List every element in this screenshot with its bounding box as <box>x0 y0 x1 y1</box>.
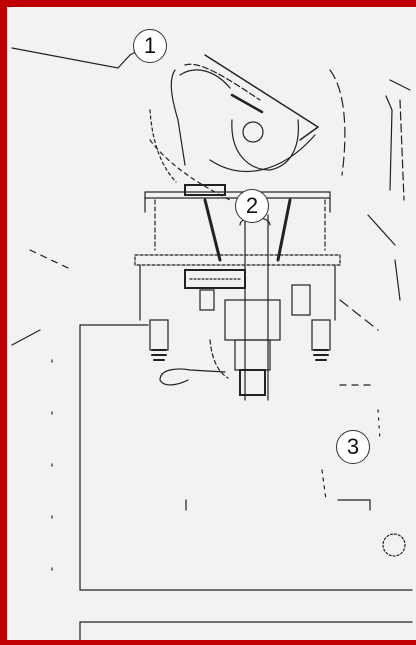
base-outline <box>79 324 413 591</box>
callout-3-label: 3 <box>346 434 360 459</box>
technical-line-drawing <box>11 44 413 640</box>
callout-1: 1 <box>133 29 167 63</box>
leader-line-1 <box>11 47 131 69</box>
callout-3: 3 <box>336 430 370 464</box>
callout-1-label: 1 <box>143 33 157 58</box>
callout-2-label: 2 <box>245 193 259 218</box>
callout-2: 2 <box>235 189 269 223</box>
cover-edge <box>204 54 320 141</box>
